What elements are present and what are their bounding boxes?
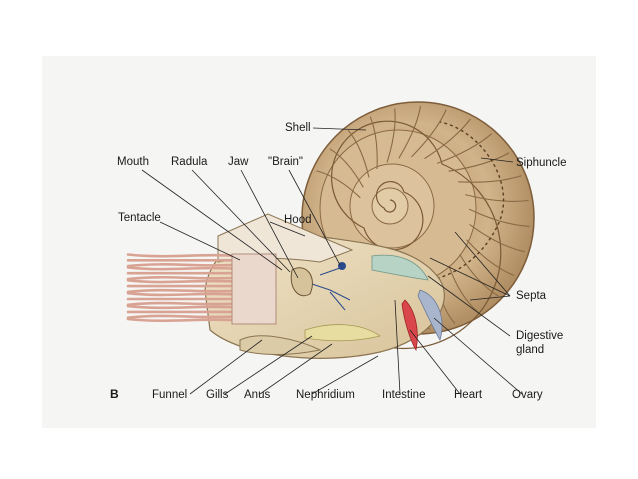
tentacle [126,304,242,310]
tentacle [126,253,242,258]
label-gills: Gills [206,389,229,401]
tentacle [126,288,242,294]
label-septa: Septa [516,290,547,302]
label-jaw: Jaw [228,156,249,168]
leader-lines [141,127,523,395]
tentacle [126,301,242,307]
label-nephridium: Nephridium [296,389,355,401]
ovary [417,289,443,342]
gills [304,324,381,342]
label-shell: Shell [285,122,311,134]
label-tentacle: Tentacle [118,212,161,224]
label-digestive-gland-line1: Digestive [516,330,564,342]
tentacle [126,279,242,284]
label-mouth: Mouth [117,156,149,168]
tentacle [126,314,242,319]
digestive-gland [371,254,429,281]
septum-line [448,267,479,313]
label-digestive-gland-line2: gland [516,344,545,356]
tentacle [126,263,242,268]
spiral-line [309,120,502,350]
tentacle [126,317,242,323]
tentacle-base [231,253,277,325]
label-ovary: Ovary [512,389,543,401]
label-anus: Anus [244,389,271,401]
label-heart: Heart [454,389,483,401]
septum-line [459,254,499,297]
septum-line [424,118,471,160]
septum-line [466,239,515,277]
septum-line [448,152,510,172]
septum-line [369,116,378,170]
septum-line [347,130,370,178]
septum-line [411,109,447,158]
septum-line [458,175,522,183]
funnel [239,335,322,355]
septum-line [465,194,529,202]
septum-line [468,208,530,227]
septum-line [386,108,396,163]
label-funnel: Funnel [152,389,188,401]
tentacle [126,291,242,297]
panel-letter: B [110,387,119,401]
shell-whorl-core [371,187,409,225]
label-siphuncle: Siphuncle [516,157,567,169]
septum-line [329,148,364,188]
label-radula: Radula [171,156,208,168]
septum-line [398,105,422,159]
tentacle [126,275,242,281]
septum-line [436,133,493,164]
septum-line [316,170,361,199]
tentacle [126,266,242,271]
label-intestine: Intestine [382,389,426,401]
label-brain: "Brain" [268,156,304,168]
heart [401,299,418,352]
tentacles [126,253,242,323]
septum-line [469,223,525,253]
label-hood: Hood [284,214,312,226]
